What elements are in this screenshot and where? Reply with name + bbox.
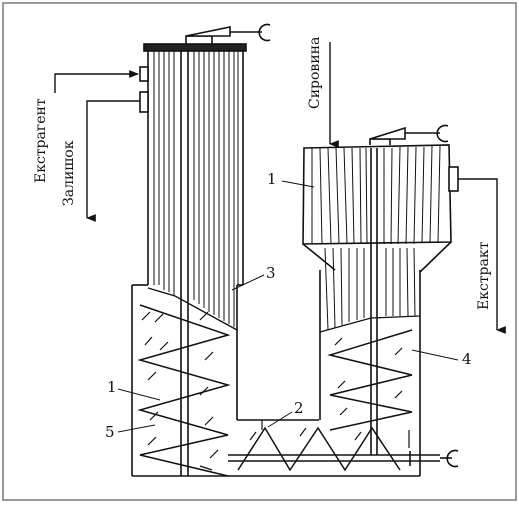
rh-12 xyxy=(405,146,409,245)
bottom-drive-pulley xyxy=(446,449,459,468)
right-screw-flights xyxy=(327,329,413,431)
hopper-cone xyxy=(302,241,452,273)
leader-2 xyxy=(267,411,293,428)
right-drive-base xyxy=(369,138,391,145)
right-column xyxy=(302,124,459,455)
rh-13 xyxy=(413,146,417,245)
left-drive-base xyxy=(185,35,213,44)
particle-r3 xyxy=(337,380,346,389)
particle-b3 xyxy=(299,427,307,437)
particle-l8 xyxy=(199,386,209,396)
left-top-flange xyxy=(143,43,247,52)
hopper-hatching xyxy=(311,145,441,331)
label-1-lower: 1 xyxy=(107,378,117,396)
extract-nozzle xyxy=(448,166,459,192)
bottom-particles xyxy=(199,420,362,471)
extragent-arrow xyxy=(54,70,139,93)
left-drive-icon xyxy=(185,26,231,37)
bottom-screw-flights xyxy=(237,426,401,472)
rc-10 xyxy=(406,247,409,317)
particle-l3 xyxy=(199,311,209,321)
right-drive-icon xyxy=(369,126,406,140)
right-drive-pulley xyxy=(436,124,449,143)
particle-l10 xyxy=(204,416,214,426)
particle-l4 xyxy=(144,336,153,346)
rc-3 xyxy=(340,247,343,326)
particle-b5 xyxy=(199,465,213,471)
label-4: 4 xyxy=(462,350,472,368)
leader-5 xyxy=(117,424,156,433)
raw-material-label: Сировина xyxy=(307,37,323,109)
leader-1-upper xyxy=(281,180,315,188)
rh-3 xyxy=(327,147,332,245)
residue-label: Залишок xyxy=(61,140,77,206)
rc-1 xyxy=(324,247,329,331)
rc-2 xyxy=(332,247,336,329)
leader-lines xyxy=(117,180,459,433)
left-chamber-particles xyxy=(141,311,219,459)
particle-l12 xyxy=(209,449,219,459)
rh-5 xyxy=(343,147,348,245)
left-column-hatching xyxy=(153,51,239,327)
flow-arrows xyxy=(54,42,506,334)
particle-b1 xyxy=(249,431,257,441)
rh-14 xyxy=(421,146,425,244)
bottom-channel xyxy=(132,419,459,477)
residue-nozzle xyxy=(139,91,149,113)
right-column-particles xyxy=(334,337,410,448)
residue-arrow xyxy=(86,100,140,222)
particle-r5 xyxy=(339,407,348,416)
rh-6 xyxy=(351,147,355,245)
extract-arrow xyxy=(458,178,506,334)
label-3: 3 xyxy=(266,264,276,282)
particle-l5 xyxy=(159,341,169,351)
rh-10 xyxy=(390,147,393,245)
label-2: 2 xyxy=(294,399,304,417)
label-5: 5 xyxy=(105,423,115,441)
rh-16 xyxy=(437,145,441,244)
leader-1-lower xyxy=(117,388,161,401)
particle-r4 xyxy=(394,390,403,399)
particle-l6 xyxy=(204,351,214,361)
left-screw-flights xyxy=(137,304,231,477)
particle-b4 xyxy=(354,431,362,441)
particle-l7 xyxy=(147,371,157,381)
extract-label: Екстракт xyxy=(476,241,492,310)
extragent-label: Екстрагент xyxy=(33,98,49,183)
left-column xyxy=(131,23,271,476)
rh-7 xyxy=(359,147,362,245)
particle-l11 xyxy=(147,436,157,446)
particle-l2 xyxy=(154,313,164,323)
particle-l1 xyxy=(141,311,151,321)
left-material-boundary xyxy=(147,287,238,331)
rh-8 xyxy=(365,147,368,245)
particle-l9 xyxy=(149,411,159,421)
left-drive-pulley xyxy=(258,23,271,42)
rh-15 xyxy=(429,145,433,244)
particle-r1 xyxy=(334,337,343,346)
rh-11 xyxy=(397,146,401,245)
rh-4 xyxy=(335,147,340,245)
right-material-boundary xyxy=(319,315,421,333)
leader-4 xyxy=(411,349,459,361)
leader-3 xyxy=(231,274,265,291)
label-1-upper: 1 xyxy=(267,170,277,188)
outer-border xyxy=(2,2,517,501)
rc-11 xyxy=(413,247,416,317)
particle-r2 xyxy=(394,347,403,356)
extragent-nozzle xyxy=(139,66,149,82)
rh-2 xyxy=(319,147,323,245)
